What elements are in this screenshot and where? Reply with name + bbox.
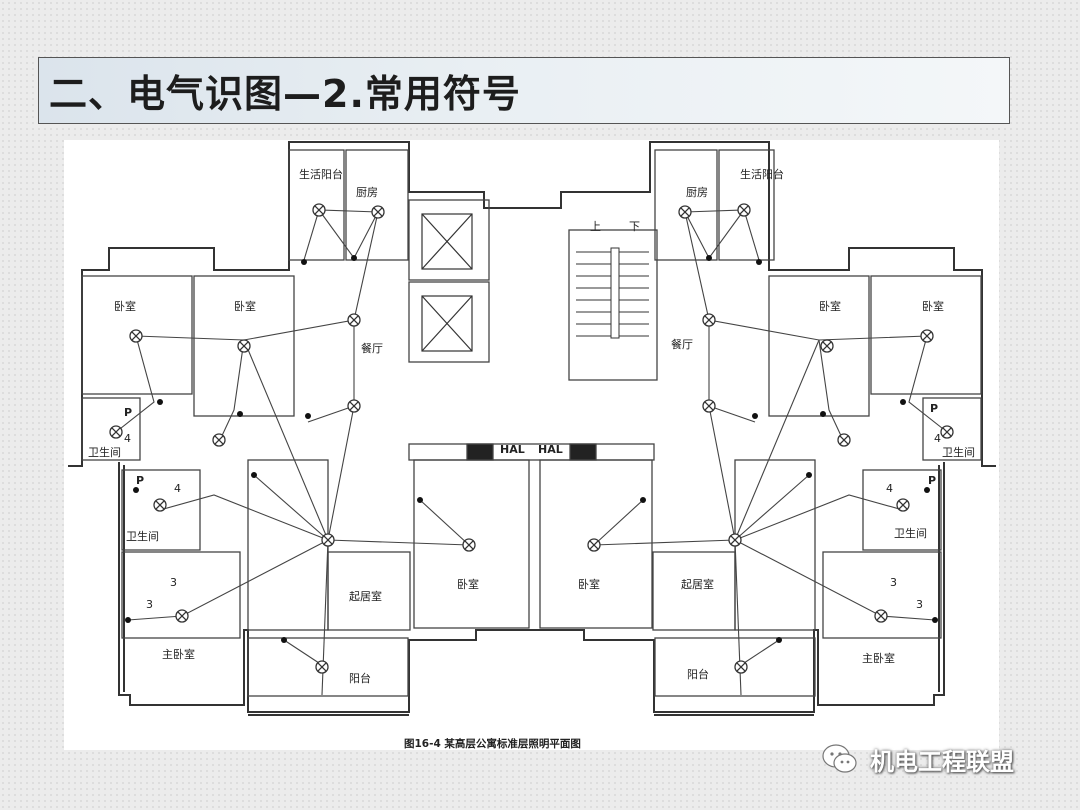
light-fixture	[371, 205, 385, 219]
label-master-bedroom-left: 主卧室	[162, 647, 195, 661]
light-fixture	[728, 533, 742, 547]
watermark-text: 机电工程联盟	[870, 747, 1014, 776]
label-p-left-2: P	[136, 474, 144, 487]
light-fixture	[312, 203, 326, 217]
light-fixture	[347, 399, 361, 413]
floor-plan-figure: 卧室 卧室 卫生间 卫生间 厨房 生活阳台 餐厅 起居室 主卧室 阳台 卧室 卧…	[64, 140, 999, 750]
label-bathroom-right-1: 卫生间	[942, 445, 975, 459]
light-fixtures	[109, 203, 954, 674]
label-master-bedroom-right: 主卧室	[862, 651, 895, 665]
light-fixture	[702, 399, 716, 413]
light-fixture	[237, 339, 251, 353]
light-fixture	[347, 313, 361, 327]
label-num-4-right: 4	[886, 482, 893, 495]
label-num-3-right-2: 3	[916, 598, 923, 611]
label-living-right: 起居室	[681, 577, 714, 591]
light-fixture	[321, 533, 335, 547]
label-p-right-1: P	[930, 402, 938, 415]
label-up: 上	[590, 220, 601, 233]
room-labels: 卧室 卧室 卫生间 卫生间 厨房 生活阳台 餐厅 起居室 主卧室 阳台 卧室 卧…	[88, 167, 975, 685]
label-utility-balcony-right: 生活阳台	[740, 167, 784, 181]
label-bedroom-left-1: 卧室	[114, 299, 136, 313]
switch-symbols	[125, 255, 938, 643]
label-balcony-left: 阳台	[349, 671, 371, 685]
light-fixture	[678, 205, 692, 219]
light-fixture	[129, 329, 143, 343]
light-fixture	[109, 425, 123, 439]
outer-walls	[68, 141, 996, 716]
label-living-left: 起居室	[349, 589, 382, 603]
light-fixture	[175, 609, 189, 623]
label-p-left-1: P	[124, 406, 132, 419]
label-num-4-right-2: 4	[934, 432, 941, 445]
label-kitchen-left: 厨房	[356, 186, 378, 199]
stairwell	[576, 247, 649, 339]
label-dining-right: 餐厅	[671, 337, 693, 351]
slide-title: 二、电气识图—2.常用符号	[49, 72, 521, 116]
elevator-shafts	[421, 213, 473, 352]
light-fixture	[315, 660, 329, 674]
label-p-right-2: P	[928, 474, 936, 487]
light-fixture	[820, 339, 834, 353]
light-fixture	[153, 498, 167, 512]
light-fixture	[920, 329, 934, 343]
symbol-labels: HAL HAL 上 下 P P P P 4 4 4 4 3 3 3 3	[124, 220, 941, 611]
label-kitchen-right: 厨房	[686, 186, 708, 199]
light-fixture	[837, 433, 851, 447]
label-hal-left: HAL	[500, 443, 525, 456]
light-fixture	[212, 433, 226, 447]
label-num-4-left-2: 4	[124, 432, 131, 445]
label-num-4-left: 4	[174, 482, 181, 495]
interior-walls	[81, 149, 982, 697]
label-num-3-left: 3	[170, 576, 177, 589]
wechat-icon	[820, 739, 860, 779]
figure-caption: 图16-4 某高层公寓标准层照明平面图	[404, 737, 581, 750]
light-fixture	[462, 538, 476, 552]
light-fixture	[587, 538, 601, 552]
label-num-3-left-2: 3	[146, 598, 153, 611]
label-dining-left: 餐厅	[361, 341, 383, 355]
light-fixture	[702, 313, 716, 327]
label-num-3-right: 3	[890, 576, 897, 589]
label-balcony-right: 阳台	[687, 667, 709, 681]
label-utility-balcony-left: 生活阳台	[299, 167, 343, 181]
label-bedroom-right-1: 卧室	[819, 299, 841, 313]
label-bathroom-left-1: 卫生间	[88, 445, 121, 459]
label-bedroom-right-3: 卧室	[578, 577, 600, 591]
slide-title-bar: 二、电气识图—2.常用符号	[38, 57, 1010, 124]
label-down: 下	[629, 220, 640, 233]
light-fixture	[734, 660, 748, 674]
floor-plan-drawing: 卧室 卧室 卫生间 卫生间 厨房 生活阳台 餐厅 起居室 主卧室 阳台 卧室 卧…	[68, 141, 996, 750]
label-bedroom-left-3: 卧室	[457, 577, 479, 591]
watermark: 机电工程联盟	[820, 735, 1014, 783]
light-fixture	[874, 609, 888, 623]
label-hal-right: HAL	[538, 443, 563, 456]
label-bedroom-right-2: 卧室	[922, 299, 944, 313]
label-bedroom-left-2: 卧室	[234, 299, 256, 313]
light-fixture	[940, 425, 954, 439]
label-bathroom-left-2: 卫生间	[126, 529, 159, 543]
light-fixture	[896, 498, 910, 512]
label-bathroom-right-2: 卫生间	[894, 526, 927, 540]
light-fixture	[737, 203, 751, 217]
